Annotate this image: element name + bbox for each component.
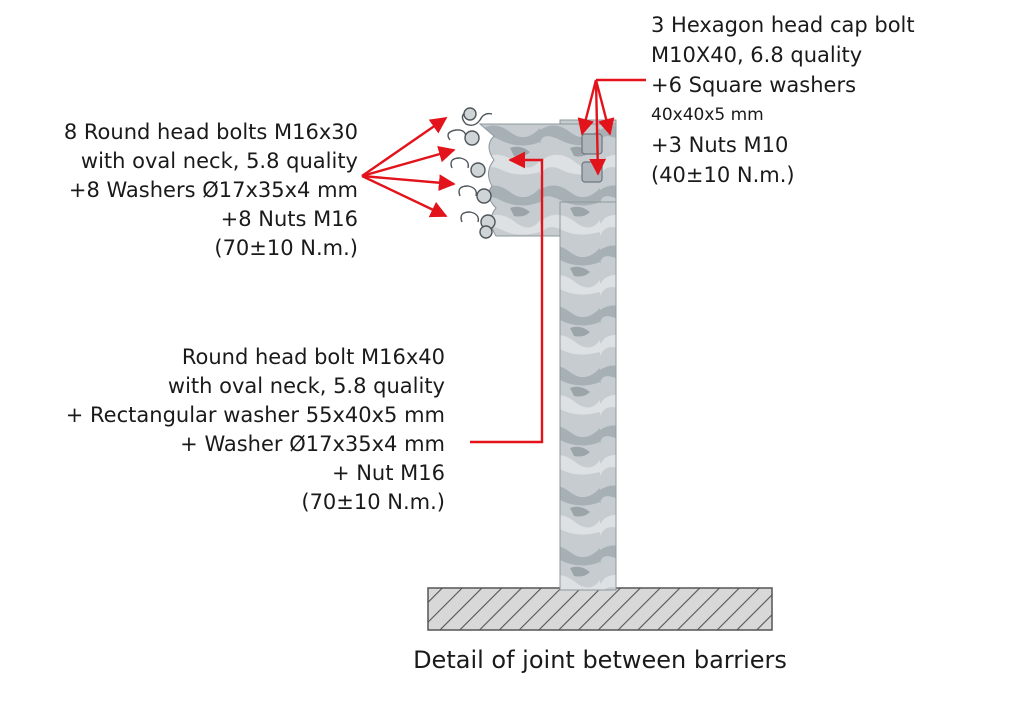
post-bolt-callout: Round head bolt M16x40 with oval neck, 5… xyxy=(20,343,445,517)
callout-line: 40x40x5 mm xyxy=(651,105,764,125)
callout-line: + Rectangular washer 55x40x5 mm xyxy=(65,403,445,427)
callout-line: with oval neck, 5.8 quality xyxy=(167,374,445,398)
beam-bolts-leaders xyxy=(361,117,456,218)
callout-line: (70±10 N.m.) xyxy=(214,236,358,260)
callout-line: 3 Hexagon head cap bolt xyxy=(651,13,915,37)
post-bolt-leader xyxy=(470,151,544,444)
callout-line: +8 Nuts M16 xyxy=(220,207,358,231)
ground-base xyxy=(427,587,773,631)
callout-line: +8 Washers Ø17x35x4 mm xyxy=(68,178,358,202)
callout-line: (40±10 N.m.) xyxy=(651,163,795,187)
callout-line: +6 Square washers xyxy=(651,73,857,97)
diagram-caption: Detail of joint between barriers xyxy=(413,646,787,674)
callout-line: + Nut M16 xyxy=(331,461,445,485)
callout-line: + Washer Ø17x35x4 mm xyxy=(180,432,445,456)
cap-bolt-leaders xyxy=(577,78,646,176)
callout-line: +3 Nuts M10 xyxy=(651,133,789,157)
beam-bolts-callout: 8 Round head bolts M16x30 with oval neck… xyxy=(20,118,358,263)
callout-line: Round head bolt M16x40 xyxy=(181,345,445,369)
callout-line: (70±10 N.m.) xyxy=(301,490,445,514)
callout-line: 8 Round head bolts M16x30 xyxy=(63,120,358,144)
beam-bolts xyxy=(447,107,496,239)
callout-line: with oval neck, 5.8 quality xyxy=(80,149,358,173)
cap-bolt-callout: 3 Hexagon head cap bolt M10X40, 6.8 qual… xyxy=(651,10,1011,190)
callout-line: M10X40, 6.8 quality xyxy=(651,43,863,67)
